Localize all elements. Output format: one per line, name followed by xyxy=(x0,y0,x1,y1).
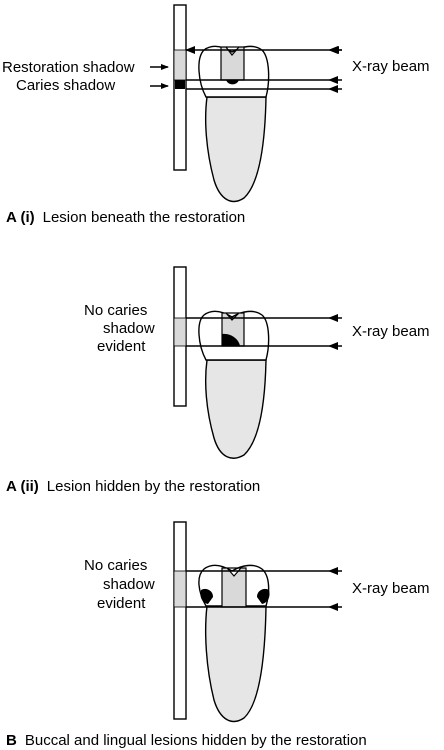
caries-shadow-mark xyxy=(175,80,185,89)
caries-lesion xyxy=(226,80,239,85)
caption-a-i: A (i)Lesion beneath the restoration xyxy=(6,209,245,226)
no-caries-label: evident xyxy=(97,338,146,355)
restoration-shadow-mark xyxy=(173,49,187,81)
no-caries-label: evident xyxy=(97,595,146,612)
caries-shadow-label: Caries shadow xyxy=(16,77,115,94)
film xyxy=(173,521,187,720)
panel-a-ii: No caries shadow evident X-ray beam A (i… xyxy=(6,266,430,495)
xray-beam-label: X-ray beam xyxy=(352,323,430,340)
tooth-root xyxy=(205,359,267,459)
caption-a-ii: A (ii)Lesion hidden by the restoration xyxy=(6,478,260,495)
caries-lesion xyxy=(256,588,270,604)
restoration-shadow-mark xyxy=(173,570,187,608)
restoration-shadow-label: Restoration shadow xyxy=(2,59,135,76)
panel-a-i: Restoration shadow Caries shadow X-ray b… xyxy=(2,4,430,226)
no-caries-label: No caries xyxy=(84,302,147,319)
xray-beam-label: X-ray beam xyxy=(352,580,430,597)
no-caries-label: No caries xyxy=(84,557,147,574)
tooth-root xyxy=(204,605,267,723)
restoration-shadow-mark xyxy=(173,317,187,347)
no-caries-label: shadow xyxy=(103,576,155,593)
tooth-root xyxy=(204,96,267,203)
caries-lesion xyxy=(200,588,214,604)
caries-lesion xyxy=(222,333,240,346)
no-caries-label: shadow xyxy=(103,320,155,337)
xray-beam-label: X-ray beam xyxy=(352,58,430,75)
